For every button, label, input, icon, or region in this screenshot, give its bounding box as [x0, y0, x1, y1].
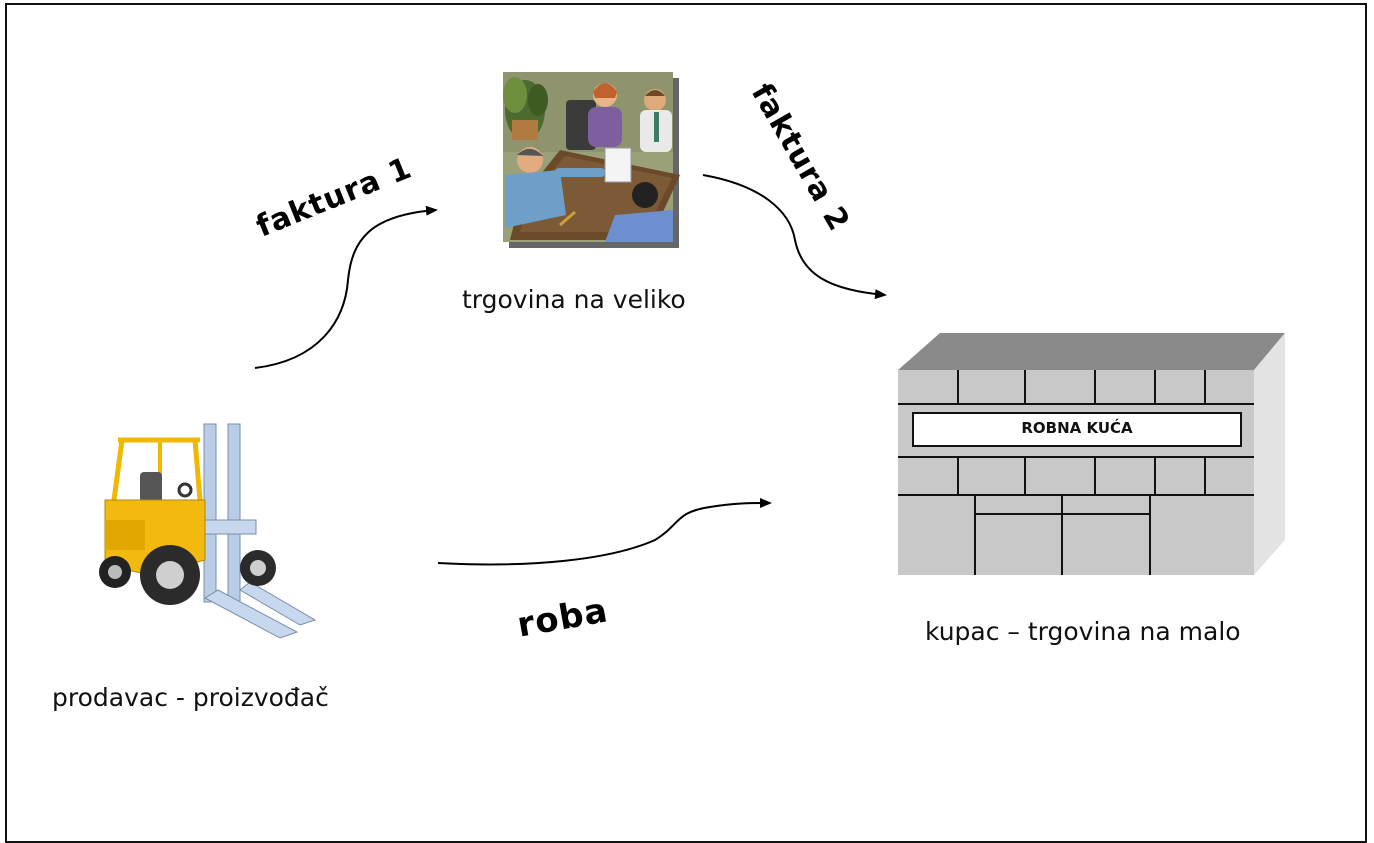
node-label-seller: prodavac - proizvođač	[52, 683, 329, 712]
forklift-icon	[99, 423, 317, 639]
node-label-wholesale: trgovina na veliko	[462, 285, 686, 314]
arrow-faktura-2	[702, 174, 887, 300]
department-store-icon	[898, 333, 1285, 575]
node-label-buyer: kupac – trgovina na malo	[925, 617, 1241, 646]
arrow-roba	[437, 498, 772, 566]
business-meeting-icon	[503, 72, 680, 248]
store-sign-text: ROBNA KUĆA	[1021, 419, 1133, 437]
arrow-faktura-1	[254, 205, 438, 369]
